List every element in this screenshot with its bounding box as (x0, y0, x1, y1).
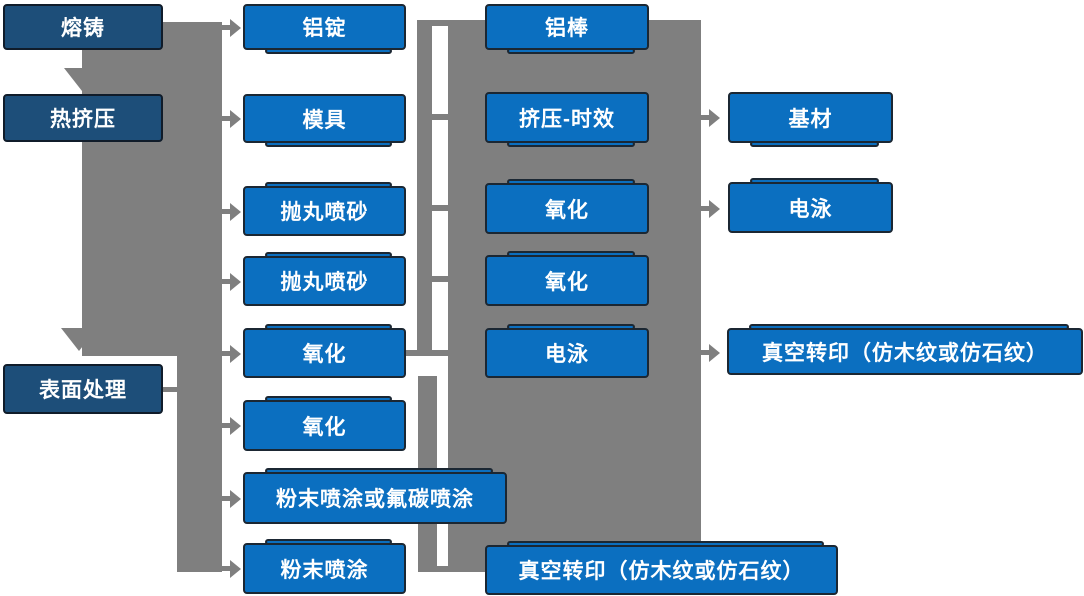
connector-mid-bar-upper (417, 20, 432, 356)
connector-stub-blast2-row (417, 276, 448, 282)
node-aluminum-ingot: 铝锭 (243, 4, 406, 54)
arrow-to-aluminum-ingot (221, 19, 241, 37)
connector-stub-blast1-row (428, 205, 448, 211)
node-shot-blasting-2: 抛丸喷砂 (243, 252, 406, 306)
node-hot-extrusion: 热挤压 (3, 94, 163, 142)
arrow-to-shot-blasting-1 (221, 203, 241, 221)
node-shot-blasting-1: 抛丸喷砂 (243, 182, 406, 236)
node-extrusion-aging: 挤压-时效 (485, 92, 649, 147)
node-base-material: 基材 (728, 92, 893, 147)
arrow-to-shot-blasting-2 (221, 273, 241, 291)
node-electrophoresis-1: 电泳 (485, 324, 649, 378)
arrow-to-powder-coating (221, 560, 241, 578)
arrow-down-to-surface-treatment (61, 328, 97, 351)
arrow-down-to-hot-extrusion (64, 68, 100, 91)
arrow-to-powder-fluorocarbon (221, 490, 241, 508)
connector-stub-bottom-row (434, 566, 450, 572)
node-aluminum-rod: 铝棒 (485, 4, 649, 54)
connector-stub-surface-treatment (163, 387, 178, 392)
node-oxidation-4: 氧化 (485, 251, 649, 306)
arrow-to-vacuum-transfer-2 (700, 344, 720, 362)
node-melting-casting: 熔铸 (3, 4, 163, 50)
node-oxidation-1: 氧化 (243, 324, 406, 378)
connector-stub-top (417, 20, 448, 26)
connector-stub-mold-row (417, 114, 448, 120)
node-electrophoresis-2: 电泳 (728, 178, 893, 233)
connector-stub-oxidation-row (406, 350, 448, 356)
arrow-to-electrophoresis-2 (700, 200, 720, 218)
node-mold: 模具 (243, 94, 406, 147)
node-oxidation-2: 氧化 (243, 396, 406, 451)
node-powder-coating: 粉末喷涂 (243, 539, 406, 594)
node-surface-treatment: 表面处理 (3, 364, 163, 414)
node-vacuum-transfer-print-1: 真空转印（仿木纹或仿石纹） (485, 541, 838, 595)
arrow-to-oxidation-1 (221, 345, 241, 363)
connector-left-block (82, 22, 222, 356)
arrow-to-oxidation-2 (221, 417, 241, 435)
arrow-to-base-material (700, 109, 720, 127)
node-vacuum-transfer-print-2: 真空转印（仿木纹或仿石纹） (727, 324, 1083, 375)
arrow-to-mold (221, 110, 241, 128)
node-oxidation-3: 氧化 (485, 179, 649, 234)
node-powder-or-fluorocarbon-coating: 粉末喷涂或氟碳喷涂 (243, 468, 507, 524)
connector-left-bar (177, 356, 222, 572)
